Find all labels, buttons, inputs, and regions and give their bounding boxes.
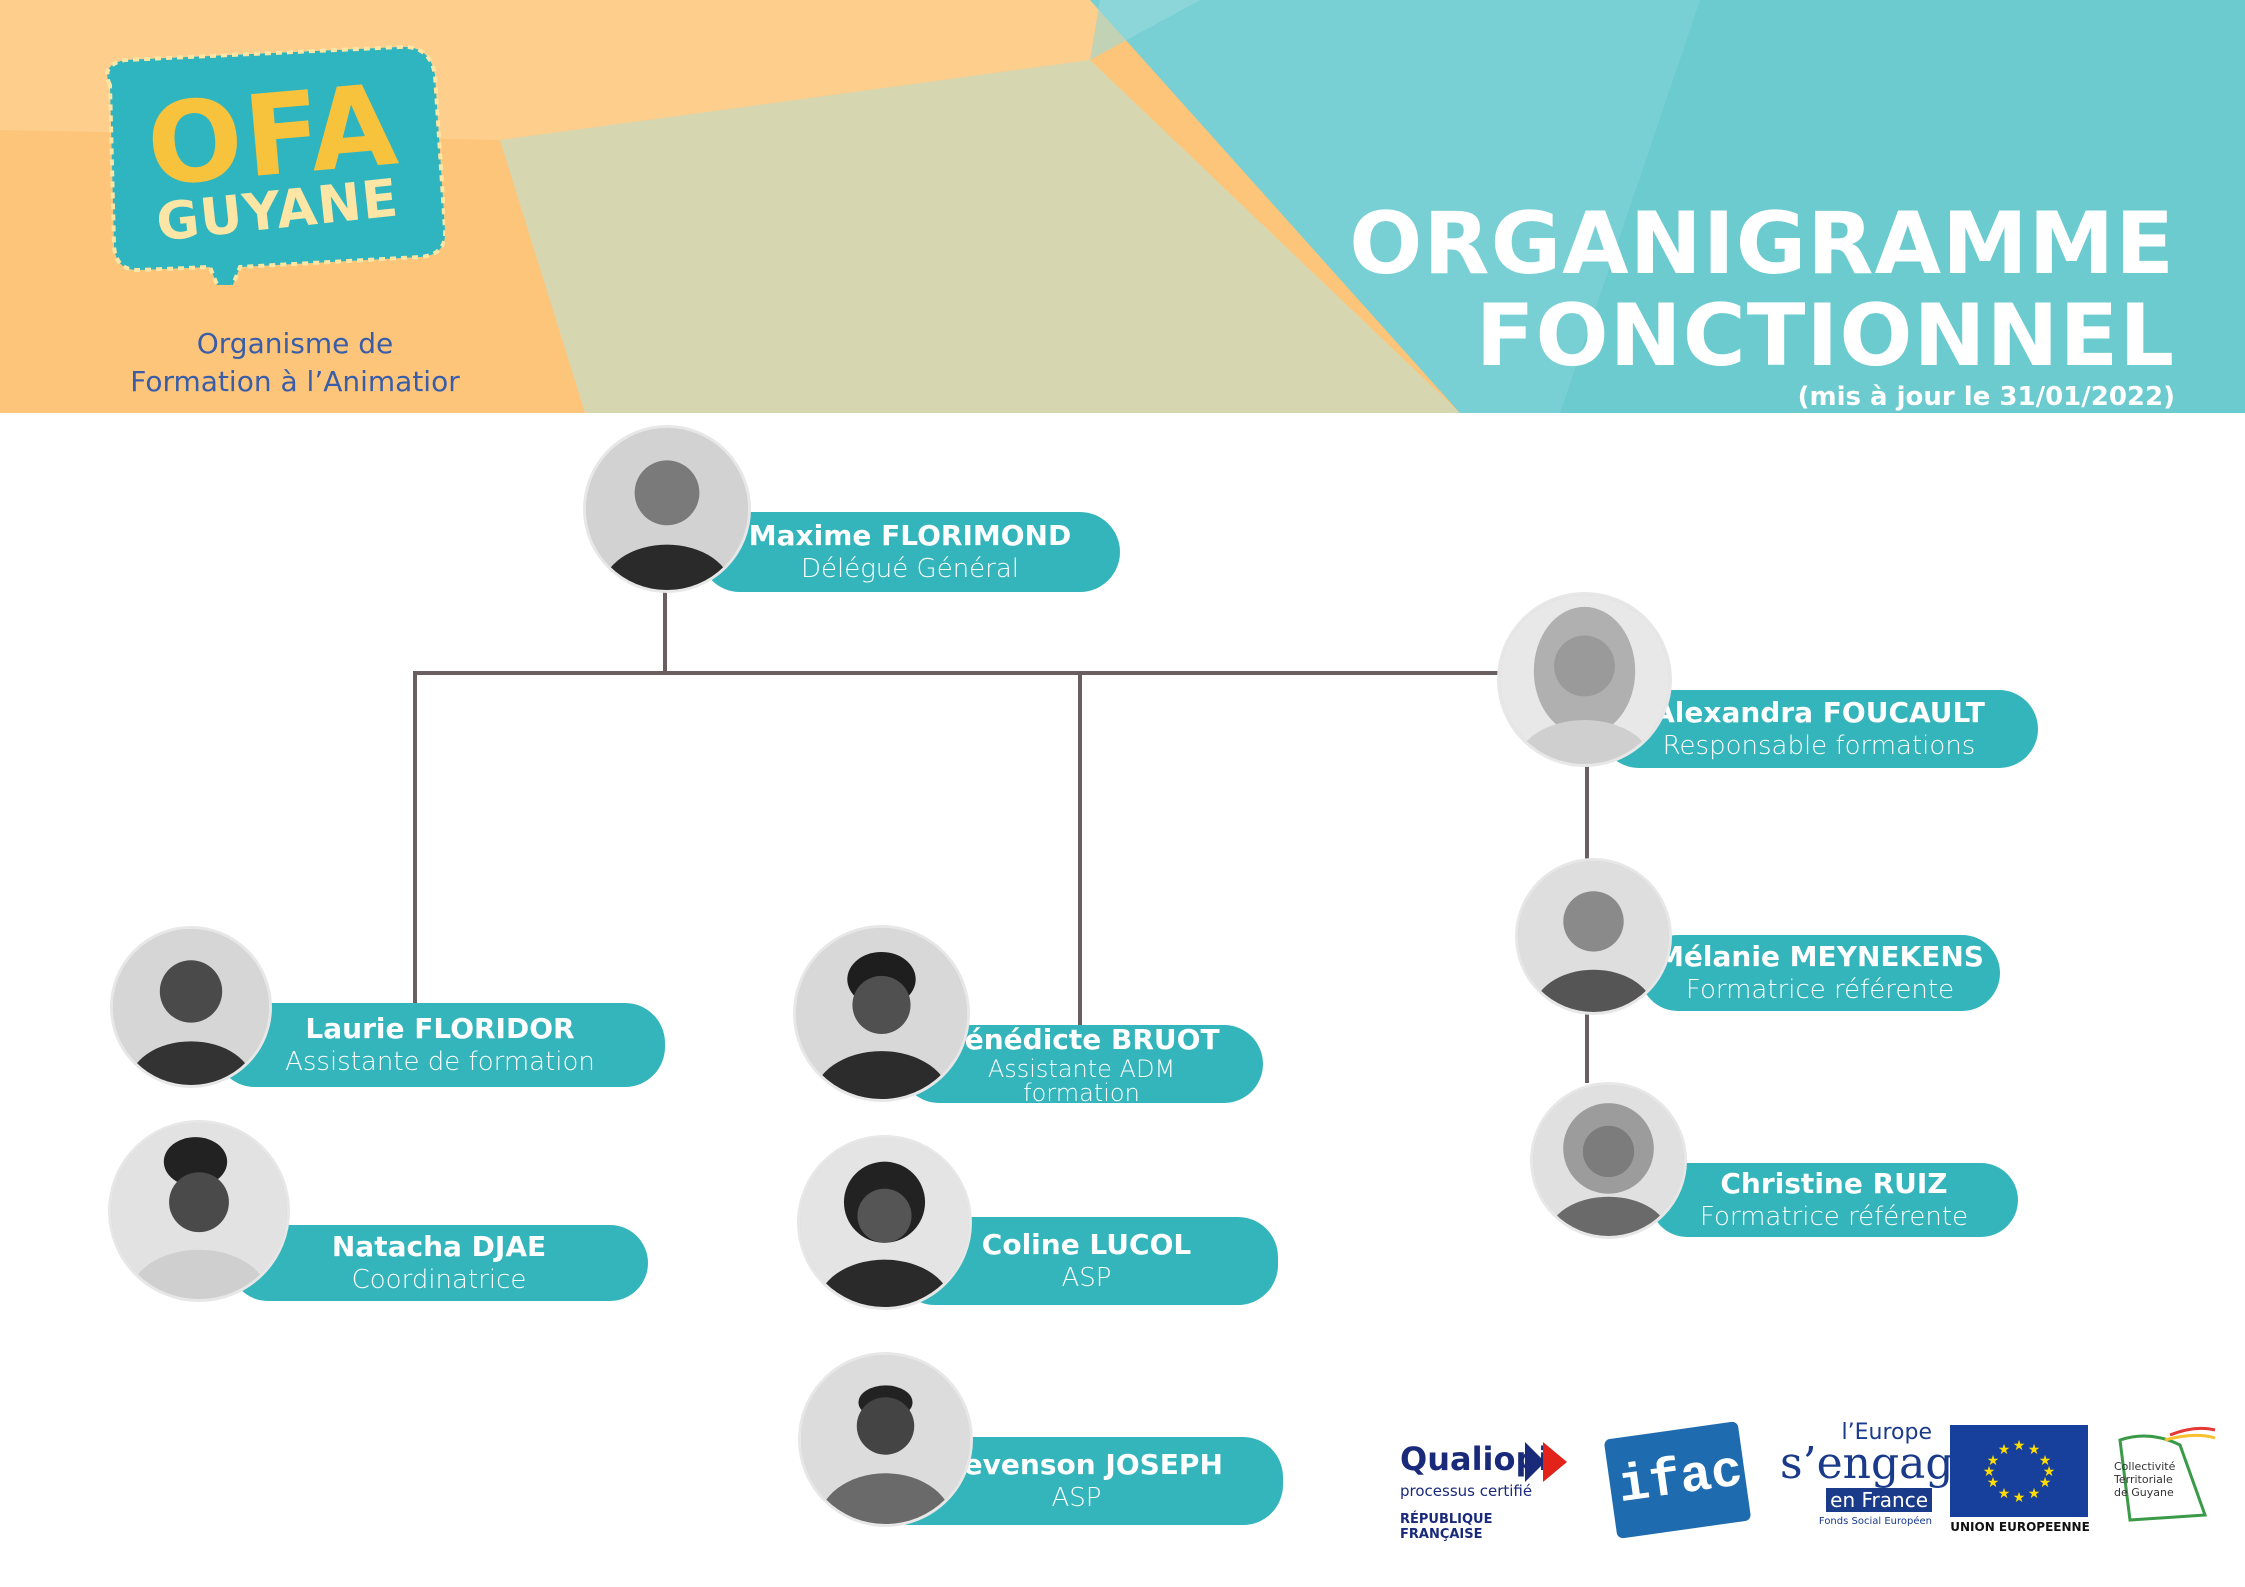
svg-text:★: ★ bbox=[2043, 1464, 2056, 1480]
person-role: Délégué Général bbox=[800, 554, 1020, 584]
eu-stars-icon: ★★★ ★★★ ★★★ ★★★ bbox=[1983, 1438, 2056, 1506]
europe-line1: l’Europe bbox=[1841, 1420, 1932, 1445]
logo-speech-bubble bbox=[105, 45, 445, 285]
person-role: Formatrice référente bbox=[1685, 975, 1955, 1005]
logo-subtitle-line1: Organisme de bbox=[196, 327, 394, 360]
avatar-laurie bbox=[110, 926, 272, 1088]
person-name: Christine RUIZ bbox=[1720, 1167, 1948, 1200]
svg-text:★: ★ bbox=[1998, 1486, 2011, 1502]
svg-text:★: ★ bbox=[1998, 1442, 2011, 1458]
person-name: Mélanie MEYNEKENS bbox=[1656, 940, 1984, 973]
person-card-christine: Christine RUIZ Formatrice référente bbox=[1650, 1163, 2018, 1237]
svg-text:★: ★ bbox=[2013, 1438, 2026, 1454]
svg-text:★: ★ bbox=[1983, 1464, 1996, 1480]
europe-engage-logo: l’Europe s’engage en France Fonds Social… bbox=[1780, 1420, 1980, 1540]
svg-text:★: ★ bbox=[1987, 1453, 2000, 1469]
person-photo-icon bbox=[801, 1355, 970, 1524]
avatar-natacha bbox=[108, 1120, 290, 1302]
ctg-line3: de Guyane bbox=[2114, 1486, 2174, 1499]
person-name: Bénédicte BRUOT bbox=[943, 1023, 1220, 1056]
europe-line3: en France bbox=[1826, 1488, 1932, 1512]
person-card-melanie: Mélanie MEYNEKENS Formatrice référente bbox=[1640, 935, 2000, 1011]
person-role: ASP bbox=[1061, 1263, 1112, 1293]
person-role: Responsable formations bbox=[1662, 731, 1976, 761]
person-name: Laurie FLORIDOR bbox=[305, 1012, 575, 1045]
person-name: Maxime FLORIMOND bbox=[748, 519, 1072, 552]
person-photo-icon bbox=[1533, 1085, 1684, 1236]
avatar-melanie bbox=[1515, 858, 1672, 1015]
avatar-stevenson bbox=[798, 1352, 973, 1527]
person-role: Coordinatrice bbox=[351, 1265, 527, 1295]
person-card-natacha: Natacha DJAE Coordinatrice bbox=[230, 1225, 648, 1301]
person-name: Natacha DJAE bbox=[331, 1230, 547, 1263]
person-card-alexandra: Alexandra FOUCAULT Responsable formation… bbox=[1600, 690, 2038, 768]
svg-text:★: ★ bbox=[2028, 1486, 2041, 1502]
person-role-line1: Assistante ADM bbox=[987, 1055, 1176, 1083]
qualiopi-arrow-icon bbox=[1525, 1442, 1567, 1482]
person-photo-icon bbox=[1500, 595, 1669, 764]
header-background bbox=[0, 0, 2245, 413]
qualiopi-tagline: processus certifié bbox=[1400, 1482, 1533, 1500]
avatar-alexandra bbox=[1497, 592, 1672, 767]
person-name: Stevenson JOSEPH bbox=[930, 1448, 1223, 1481]
title-line2: FONCTIONNEL bbox=[1475, 286, 2175, 386]
eu-label: UNION EUROPEENNE bbox=[1950, 1520, 2090, 1534]
avatar-coline bbox=[797, 1135, 972, 1310]
person-card-maxime: Maxime FLORIMOND Délégué Général bbox=[700, 512, 1120, 592]
person-photo-icon bbox=[1518, 861, 1669, 1012]
logo-subtitle: Organisme de Formation à l’Animatior bbox=[110, 325, 480, 401]
person-photo-icon bbox=[111, 1123, 287, 1299]
person-role-line2: formation bbox=[1023, 1079, 1140, 1107]
svg-text:★: ★ bbox=[2013, 1490, 2026, 1506]
person-card-laurie: Laurie FLORIDOR Assistante de formation bbox=[215, 1003, 665, 1087]
ifac-logo: ifac bbox=[1603, 1420, 1752, 1540]
title-line1: ORGANIGRAMME bbox=[1349, 194, 2175, 294]
person-role: Formatrice référente bbox=[1699, 1202, 1969, 1232]
ctg-map-icon bbox=[2118, 1426, 2216, 1522]
ctg-text: Collectivité Territoriale de Guyane bbox=[2114, 1460, 2175, 1499]
svg-text:★: ★ bbox=[2039, 1453, 2052, 1469]
logo-subtitle-line2: Formation à l’Animatior bbox=[130, 365, 460, 398]
eu-flag-logo: ★★★ ★★★ ★★★ ★★★ UNION EUROPEENNE bbox=[1950, 1420, 2090, 1540]
person-role: ASP bbox=[1051, 1483, 1102, 1513]
ctg-logo: Collectivité Territoriale de Guyane bbox=[2110, 1420, 2220, 1540]
header-banner: OFA GUYANE Organisme de Formation à l’An… bbox=[0, 0, 2245, 413]
svg-text:★: ★ bbox=[2028, 1442, 2041, 1458]
person-name: Coline LUCOL bbox=[981, 1228, 1192, 1261]
person-photo-icon bbox=[800, 1138, 969, 1307]
qualiopi-issuer: RÉPUBLIQUE FRANÇAISE bbox=[1400, 1512, 1493, 1542]
svg-text:★: ★ bbox=[2039, 1475, 2052, 1491]
avatar-christine bbox=[1530, 1082, 1687, 1239]
avatar-benedicte bbox=[793, 925, 970, 1102]
svg-text:★: ★ bbox=[1987, 1475, 2000, 1491]
avatar-maxime bbox=[583, 425, 751, 593]
ctg-line1: Collectivité bbox=[2114, 1460, 2176, 1473]
person-role: Assistante de formation bbox=[285, 1047, 595, 1077]
person-name: Alexandra FOUCAULT bbox=[1653, 696, 1985, 729]
person-photo-icon bbox=[113, 929, 269, 1085]
qualiopi-logo: Qualiopi processus certifié RÉPUBLIQUE F… bbox=[1395, 1420, 1575, 1542]
eu-flag: ★★★ ★★★ ★★★ ★★★ bbox=[1950, 1425, 2088, 1517]
update-date: (mis à jour le 31/01/2022) bbox=[1797, 382, 2175, 412]
person-photo-icon bbox=[796, 928, 967, 1099]
person-photo-icon bbox=[586, 428, 748, 590]
qualiopi-name: Qualiopi bbox=[1400, 1440, 1550, 1478]
ctg-line2: Territoriale bbox=[2114, 1473, 2173, 1486]
europe-line4: Fonds Social Européen bbox=[1818, 1516, 1932, 1527]
page-title: ORGANIGRAMME FONCTIONNEL (mis à jour le … bbox=[1349, 198, 2175, 412]
europe-line2: s’engage bbox=[1780, 1438, 1980, 1489]
